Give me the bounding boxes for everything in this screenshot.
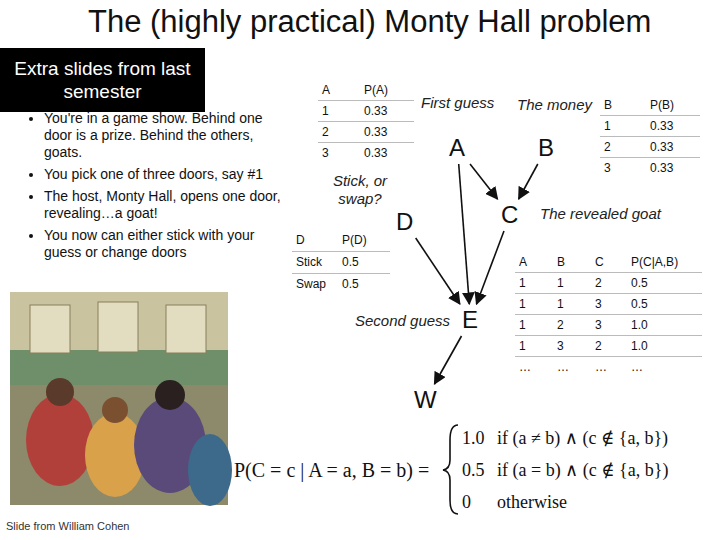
node-heading: The money — [517, 96, 592, 114]
table-cell: 1 — [318, 101, 360, 122]
variable-letter: A — [445, 134, 470, 162]
variable-letter: D — [392, 208, 418, 236]
table-header: P(C|A,B) — [627, 252, 702, 273]
formula-condition: otherwise — [497, 491, 567, 513]
node-heading: Stick, or swap? — [315, 172, 405, 208]
formula-value: 0 — [462, 491, 471, 513]
table-cell: 2 — [553, 315, 591, 336]
table-cell: 0.33 — [646, 116, 700, 137]
formula-value: 1.0 — [462, 427, 485, 449]
table-header: B — [553, 252, 591, 273]
table-cell: … — [515, 357, 553, 378]
table-cell: 1 — [553, 273, 591, 294]
note-text: Extra slides from last semester — [8, 57, 198, 103]
node-heading: First guess — [421, 94, 494, 112]
formula-brace — [443, 425, 458, 514]
audience-head — [102, 397, 128, 423]
formula-condition: if (a = b) ∧ (c ∉ {a, b}) — [497, 459, 668, 481]
bullet-text: The host, Monty Hall, opens one door, re… — [44, 188, 290, 222]
formula-lhs: P(C = c | A = a, B = b) = — [234, 458, 429, 482]
table-cell: Stick — [292, 252, 338, 274]
table-cell: 3 — [600, 158, 646, 179]
table-cell: 3 — [553, 336, 591, 357]
table-cell: 2 — [591, 273, 627, 294]
node-heading: The revealed goat — [540, 205, 661, 223]
table-cell: … — [627, 357, 702, 378]
dependency-arrow — [519, 164, 538, 199]
variable-letter: B — [534, 134, 559, 162]
table-header: P(B) — [646, 95, 700, 116]
audience-head — [155, 380, 185, 410]
variable-node: BThe money — [534, 134, 559, 162]
table-cell: 0.33 — [360, 101, 414, 122]
variable-letter: C — [497, 201, 523, 229]
dependency-arrow — [459, 164, 470, 304]
table-cell: 0.33 — [646, 137, 700, 158]
variable-node: CThe revealed goat — [497, 201, 523, 229]
table-cell: 1.0 — [627, 336, 702, 357]
dependency-arrow — [470, 164, 497, 199]
variable-node: ESecond guess — [458, 306, 483, 334]
bullet-text: You pick one of three doors, say #1 — [44, 166, 290, 183]
stage-floor — [10, 350, 228, 385]
table-cell: 1.0 — [627, 315, 702, 336]
slide-credit: Slide from William Cohen — [6, 520, 129, 532]
table-cell: 2 — [318, 122, 360, 143]
formula-condition: if (a ≠ b) ∧ (c ∉ {a, b}) — [497, 427, 668, 449]
table-cell: 0.5 — [627, 294, 702, 315]
bullet-text: You're in a game show. Behind one door i… — [44, 110, 290, 161]
table-header: C — [591, 252, 627, 273]
table-cell: 1 — [515, 315, 553, 336]
table-cell: 0.5 — [338, 274, 390, 296]
audience-member — [188, 434, 232, 506]
table-header: P(D) — [338, 230, 390, 252]
stage-wall — [10, 292, 228, 352]
table-cell: 1 — [515, 294, 553, 315]
variable-letter: E — [458, 306, 483, 334]
variable-node: W — [410, 386, 441, 414]
slide-title: The (highly practical) Monty Hall proble… — [88, 4, 651, 40]
table-cell: 1 — [600, 116, 646, 137]
table-cell: 1 — [515, 273, 553, 294]
table-header: A — [515, 252, 553, 273]
table-cell: 0.5 — [338, 252, 390, 274]
table-cell: 0.33 — [646, 158, 700, 179]
table-header: B — [600, 95, 646, 116]
formula-value: 0.5 — [462, 459, 485, 481]
table-cell: 0.33 — [360, 143, 414, 164]
door — [166, 305, 206, 353]
dependency-arrow — [435, 336, 462, 384]
table-cell: 0.33 — [360, 122, 414, 143]
table-cell: … — [553, 357, 591, 378]
table-cell: 2 — [591, 336, 627, 357]
door — [30, 305, 70, 353]
table-cell: 0.5 — [627, 273, 702, 294]
audience-head — [46, 378, 74, 406]
variable-letter: W — [410, 386, 441, 414]
table-cell: 1 — [515, 336, 553, 357]
audience-member — [26, 394, 94, 486]
bullet-list: You're in a game show. Behind one door i… — [22, 110, 290, 266]
table-cell: 3 — [318, 143, 360, 164]
variable-node: AFirst guess — [445, 134, 470, 162]
table-header: D — [292, 230, 338, 252]
table-cell: 2 — [600, 137, 646, 158]
variable-node: DStick, or swap? — [392, 208, 418, 236]
dependency-arrow — [416, 238, 460, 304]
table-cell: 3 — [591, 315, 627, 336]
table-header: P(A) — [360, 80, 414, 101]
table-cell: … — [591, 357, 627, 378]
dependency-arrow — [477, 231, 504, 304]
table-header: A — [318, 80, 360, 101]
table-cell: Swap — [292, 274, 338, 296]
table-cell: 3 — [591, 294, 627, 315]
door — [98, 302, 138, 352]
bullet-text: You now can either stick with your guess… — [44, 227, 290, 261]
table-cell: 1 — [553, 294, 591, 315]
note-box: Extra slides from last semester — [0, 48, 205, 112]
node-heading: Second guess — [355, 312, 450, 330]
